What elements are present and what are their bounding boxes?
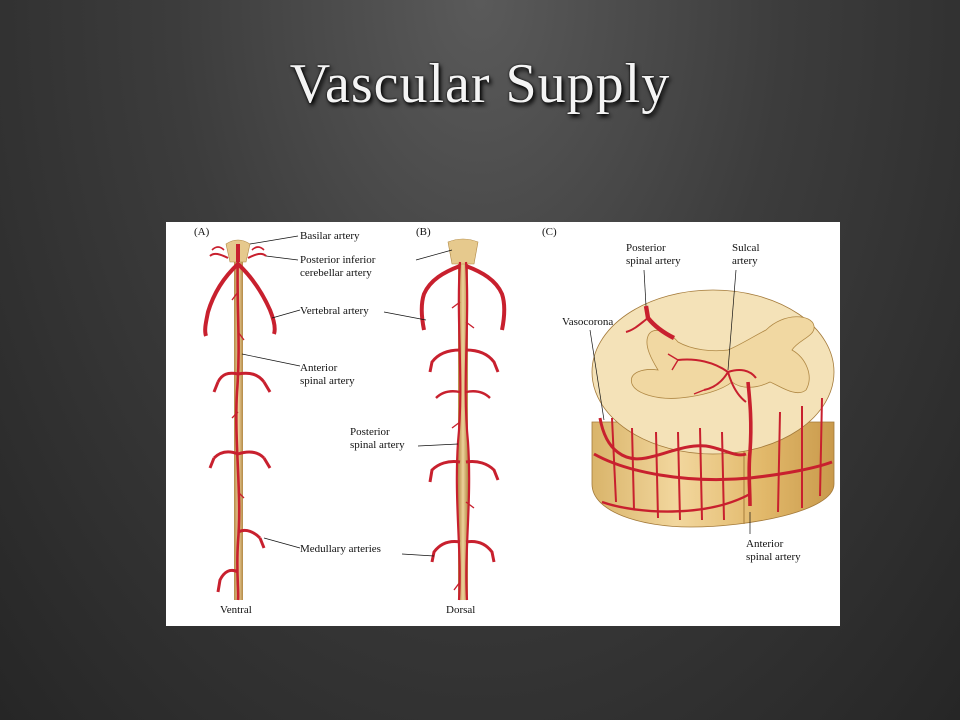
panel-c-leader-lines bbox=[589, 269, 751, 534]
panel-b-dorsal-cord bbox=[419, 238, 507, 601]
panel-b-leader-lines bbox=[383, 249, 459, 557]
spinal-vascular-figure: (A) (B) (C) Basilar artery Posterior inf… bbox=[166, 222, 840, 626]
label-dorsal: Dorsal bbox=[446, 604, 476, 616]
slide-title: Vascular Supply bbox=[289, 53, 671, 115]
label-posterior-spinal-c-line2: spinal artery bbox=[626, 255, 681, 267]
panel-c-cord-section bbox=[591, 289, 835, 528]
label-posterior-spinal-c-line1: Posterior bbox=[626, 242, 666, 254]
figure-illustration bbox=[203, 235, 835, 601]
label-pica-line1: Posterior inferior bbox=[300, 254, 376, 266]
label-sulcal-line1: Sulcal bbox=[732, 242, 760, 254]
panel-label-b: (B) bbox=[416, 226, 431, 238]
panel-a-ventral-cord bbox=[203, 239, 277, 601]
label-posterior-spinal-b-line2: spinal artery bbox=[350, 439, 405, 451]
label-vasocorona: Vasocorona bbox=[562, 316, 614, 328]
label-posterior-spinal-b-line1: Posterior bbox=[350, 426, 390, 438]
label-anterior-spinal-a-line1: Anterior bbox=[300, 362, 338, 374]
panel-label-c: (C) bbox=[542, 226, 557, 238]
label-anterior-spinal-a-line2: spinal artery bbox=[300, 375, 355, 387]
panel-a-leader-lines bbox=[241, 235, 301, 549]
label-pica-line2: cerebellar artery bbox=[300, 267, 372, 279]
label-anterior-spinal-c-line1: Anterior bbox=[746, 538, 784, 550]
label-sulcal-line2: artery bbox=[732, 255, 758, 267]
label-anterior-spinal-c-line2: spinal artery bbox=[746, 551, 801, 563]
label-basilar-artery: Basilar artery bbox=[300, 230, 360, 242]
label-ventral: Ventral bbox=[220, 604, 252, 616]
panel-label-a: (A) bbox=[194, 226, 210, 238]
label-medullary-arteries: Medullary arteries bbox=[300, 543, 381, 555]
label-vertebral-artery: Vertebral artery bbox=[300, 305, 369, 317]
